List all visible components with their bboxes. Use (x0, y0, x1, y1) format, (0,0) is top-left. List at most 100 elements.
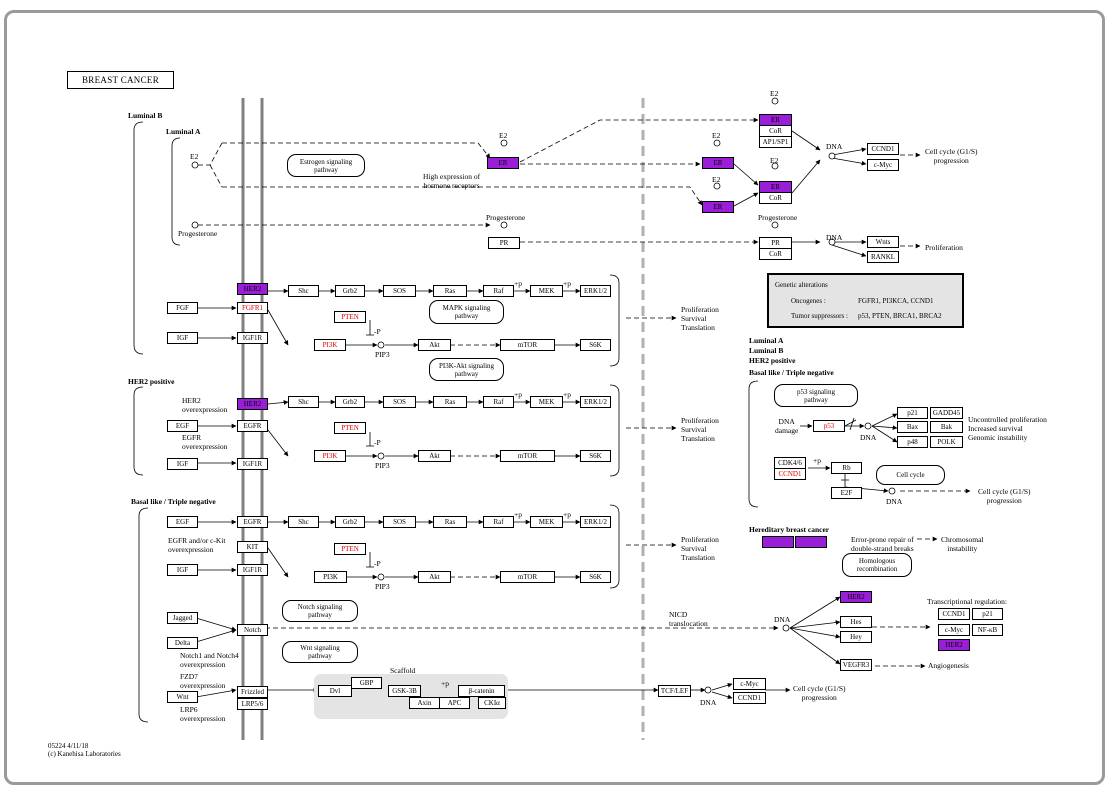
node-pten[interactable]: PTEN (334, 311, 366, 323)
node-sos[interactable]: SOS (383, 396, 416, 408)
node-notch[interactable]: Notch (237, 624, 268, 636)
node-kit[interactable]: KIT (237, 541, 268, 553)
node-grb2[interactable]: Grb2 (335, 285, 365, 297)
node-nfkb[interactable]: NF-κB (972, 624, 1003, 636)
pathway-p53[interactable]: p53 signaling pathway (774, 384, 858, 407)
node-vegfr3[interactable]: VEGFR3 (840, 659, 872, 671)
node-lrp56[interactable]: LRP5/6 (237, 698, 268, 710)
node-egfr[interactable]: EGFR (237, 516, 268, 528)
node-erk[interactable]: ERK1/2 (580, 516, 611, 528)
node-mek[interactable]: MEK (530, 516, 563, 528)
node-mtor[interactable]: mTOR (500, 450, 555, 462)
node-igf1r[interactable]: IGF1R (237, 564, 268, 576)
node-gadd45[interactable]: GADD45 (930, 407, 963, 419)
node-rankl[interactable]: RANKL (867, 251, 899, 263)
node-grb2[interactable]: Grb2 (335, 396, 365, 408)
node-raf[interactable]: Raf (483, 396, 514, 408)
node-brca2[interactable] (795, 536, 827, 548)
pathway-estrogen[interactable]: Estrogen signaling pathway (287, 154, 365, 177)
node-apc[interactable]: APC (439, 697, 470, 709)
node-fgf[interactable]: FGF (167, 302, 198, 314)
pathway-pi3k-akt[interactable]: PI3K-Akt signaling pathway (429, 358, 504, 381)
node-cki[interactable]: CKIα (478, 697, 506, 709)
node-gsk3b[interactable]: GSK-3B (388, 685, 421, 697)
node-cmyc[interactable]: c-Myc (938, 624, 970, 636)
node-s6k[interactable]: S6K (580, 339, 611, 351)
node-pr[interactable]: PR (488, 237, 520, 249)
node-tcflef[interactable]: TCF/LEF (658, 685, 691, 697)
node-axin[interactable]: Axin (409, 697, 440, 709)
node-sos[interactable]: SOS (383, 516, 416, 528)
node-e2f[interactable]: E2F (831, 487, 862, 499)
node-ap1sp1[interactable]: AP1/SP1 (759, 136, 792, 148)
node-shc[interactable]: Shc (288, 396, 319, 408)
node-igf[interactable]: IGF (167, 564, 198, 576)
pathway-mapk[interactable]: MAPK signaling pathway (429, 300, 504, 324)
node-s6k[interactable]: S6K (580, 450, 611, 462)
node-cor[interactable]: CoR (759, 192, 792, 204)
node-egf[interactable]: EGF (167, 516, 198, 528)
pathway-notch[interactable]: Notch signaling pathway (282, 600, 358, 622)
node-pi3k[interactable]: PI3K (314, 450, 346, 462)
node-bak[interactable]: Bak (930, 421, 963, 433)
pathway-cell-cycle[interactable]: Cell cycle (876, 465, 945, 485)
node-hey[interactable]: Hey (840, 631, 872, 643)
node-cmyc[interactable]: c-Myc (867, 159, 899, 171)
node-pi3k[interactable]: PI3K (314, 571, 347, 583)
node-brca1[interactable] (762, 536, 794, 548)
node-shc[interactable]: Shc (288, 516, 319, 528)
node-raf[interactable]: Raf (483, 516, 514, 528)
node-mek[interactable]: MEK (530, 396, 563, 408)
node-ras[interactable]: Ras (433, 516, 467, 528)
node-cor[interactable]: CoR (759, 248, 792, 260)
node-ccnd1[interactable]: CCND1 (938, 608, 970, 620)
node-her2[interactable]: HER2 (237, 398, 268, 410)
node-mtor[interactable]: mTOR (500, 571, 555, 583)
node-delta[interactable]: Delta (167, 637, 198, 649)
node-rb[interactable]: Rb (831, 462, 862, 474)
node-er[interactable]: ER (702, 157, 734, 169)
node-egf[interactable]: EGF (167, 420, 198, 432)
node-sos[interactable]: SOS (383, 285, 416, 297)
node-hes[interactable]: Hes (840, 616, 872, 628)
node-her2[interactable]: HER2 (840, 591, 872, 603)
pathway-homologous[interactable]: Homologous recombination (842, 553, 912, 577)
node-igf1r[interactable]: IGF1R (237, 458, 268, 470)
node-erk[interactable]: ERK1/2 (580, 285, 611, 297)
node-gbp[interactable]: GBP (351, 677, 382, 689)
node-ras[interactable]: Ras (433, 285, 467, 297)
node-her2[interactable]: HER2 (938, 639, 970, 651)
node-her2[interactable]: HER2 (237, 283, 268, 295)
node-wnt[interactable]: Wnt (167, 691, 198, 703)
node-grb2[interactable]: Grb2 (335, 516, 365, 528)
node-p48[interactable]: p48 (897, 436, 928, 448)
node-mek[interactable]: MEK (530, 285, 563, 297)
node-egfr[interactable]: EGFR (237, 420, 268, 432)
node-er[interactable]: ER (702, 201, 734, 213)
node-ccnd1[interactable]: CCND1 (867, 143, 899, 155)
node-ccnd1[interactable]: CCND1 (774, 468, 806, 480)
node-igf[interactable]: IGF (167, 458, 198, 470)
node-bcatenin[interactable]: β-catenin (458, 685, 505, 697)
node-akt[interactable]: Akt (418, 450, 451, 462)
node-raf[interactable]: Raf (483, 285, 514, 297)
node-pi3k[interactable]: PI3K (314, 339, 346, 351)
node-akt[interactable]: Akt (418, 339, 451, 351)
node-polk[interactable]: POLK (930, 436, 963, 448)
node-igf1r[interactable]: IGF1R (237, 332, 268, 344)
node-s6k[interactable]: S6K (580, 571, 611, 583)
node-frizzled[interactable]: Frizzled (237, 686, 268, 698)
node-p53[interactable]: p53 (813, 420, 845, 432)
node-igf[interactable]: IGF (167, 332, 198, 344)
node-erk[interactable]: ERK1/2 (580, 396, 611, 408)
node-wnts[interactable]: Wnts (867, 236, 899, 248)
node-p21[interactable]: p21 (897, 407, 928, 419)
node-shc[interactable]: Shc (288, 285, 319, 297)
node-mtor[interactable]: mTOR (500, 339, 555, 351)
node-cmyc[interactable]: c-Myc (733, 678, 766, 690)
node-er[interactable]: ER (487, 157, 519, 169)
node-bax[interactable]: Bax (897, 421, 928, 433)
node-fgfr1[interactable]: FGFR1 (237, 302, 268, 314)
pathway-wnt[interactable]: Wnt signaling pathway (282, 641, 358, 663)
node-ccnd1[interactable]: CCND1 (733, 692, 766, 704)
